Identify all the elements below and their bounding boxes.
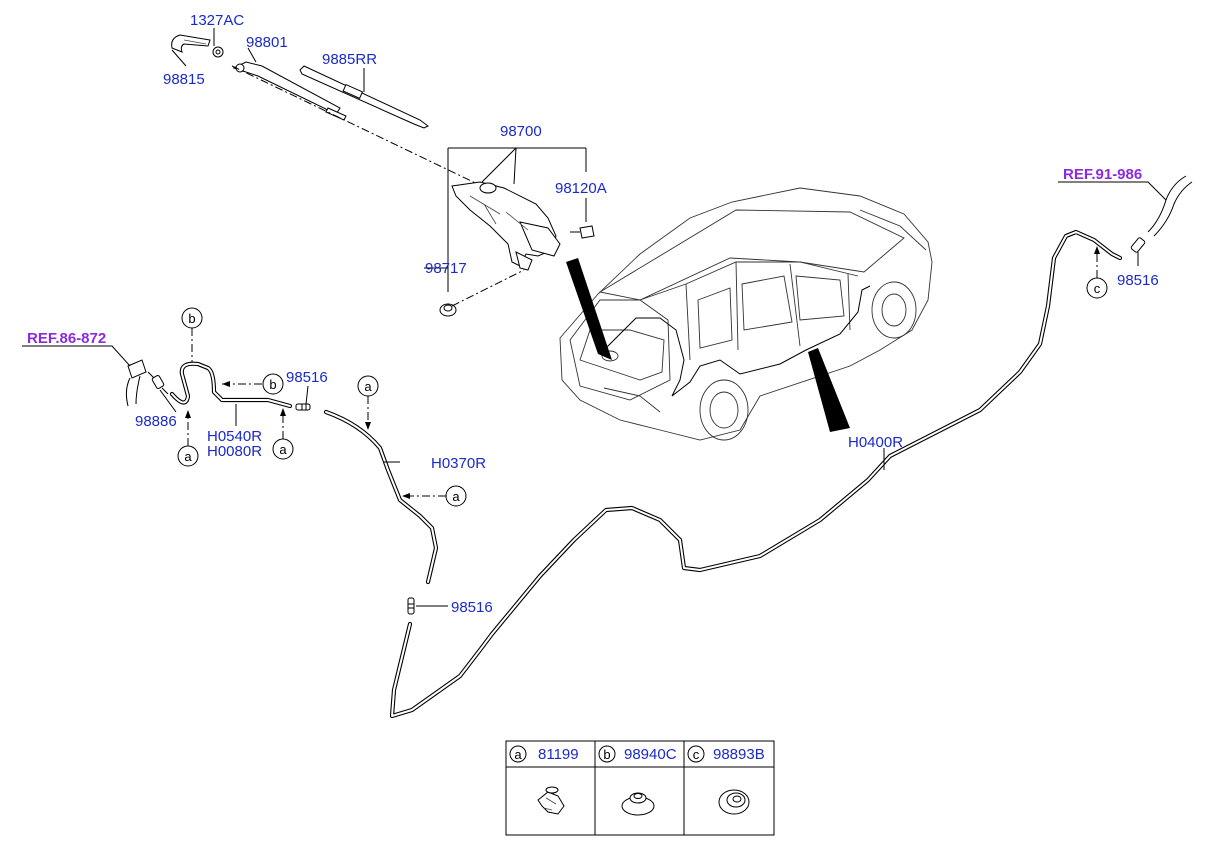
label-98516-left: 98516 <box>286 369 328 386</box>
svg-text:a: a <box>184 449 192 464</box>
callout-a-h0080: a <box>272 408 294 460</box>
callout-a-left: a <box>177 410 199 467</box>
pointer-motor-to-car <box>566 258 612 360</box>
arm-to-motor-dashline <box>231 65 491 191</box>
label-H0080R: H0080R <box>207 443 262 460</box>
wiper-cap-98815 <box>171 34 211 53</box>
label-98886: 98886 <box>135 413 177 430</box>
legend-part-c: 98893B <box>713 746 765 763</box>
ref-91-986-hose <box>1147 175 1193 237</box>
callout-a-right: a <box>402 485 467 507</box>
svg-text:a: a <box>364 379 372 394</box>
label-H0370R: H0370R <box>431 455 486 472</box>
pointer-hose-to-car <box>808 348 850 432</box>
label-98516-right: 98516 <box>1117 272 1159 289</box>
grommet-98893B-icon <box>718 789 750 815</box>
svg-text:a: a <box>279 442 287 457</box>
label-98801: 98801 <box>246 34 288 51</box>
ref-right-underline <box>1058 181 1167 201</box>
connector-98516-right <box>1130 237 1146 253</box>
wiper-arm-98801 <box>232 61 347 121</box>
ref-91-986[interactable]: REF.91-986 <box>1063 166 1142 183</box>
legend-cell-b: b 98940C <box>598 745 677 816</box>
grommet-98940C-icon <box>621 792 655 816</box>
connector-98516-left <box>295 403 311 411</box>
bolt-98120A <box>570 225 595 239</box>
label-9885RR: 9885RR <box>322 51 377 68</box>
label-H0540R: H0540R <box>207 428 262 445</box>
svg-text:a: a <box>452 489 460 504</box>
grommet-98717 <box>439 303 457 317</box>
wiper-blade-9885RR <box>299 65 429 129</box>
ref-86-872-nozzle <box>125 359 147 407</box>
svg-text:b: b <box>269 377 276 392</box>
ref-left-underline <box>22 345 131 367</box>
clip-81199-icon <box>537 786 565 815</box>
check-valve-98886 <box>147 371 169 395</box>
hose-H0370R <box>323 409 439 585</box>
label-1327AC: 1327AC <box>190 12 244 29</box>
legend-cell-c: c 98893B <box>687 745 765 815</box>
leader-98700 <box>447 147 587 292</box>
ref-86-872[interactable]: REF.86-872 <box>27 330 106 347</box>
connector-98516-mid <box>407 597 415 615</box>
svg-text:c: c <box>693 747 700 762</box>
svg-text:c: c <box>1094 281 1101 296</box>
callout-c: c <box>1086 246 1108 299</box>
callout-b-top: b <box>181 307 203 362</box>
svg-text:b: b <box>188 311 195 326</box>
leaders <box>159 28 1139 607</box>
hose-H0400R <box>389 229 1123 719</box>
callout-a-top: a <box>357 375 379 430</box>
wiper-motor-98700 <box>451 181 561 271</box>
label-H0400R: H0400R <box>848 434 903 451</box>
motor-to-grommet-dashline <box>451 269 525 307</box>
vehicle-illustration <box>559 187 933 441</box>
label-98516-mid: 98516 <box>451 599 493 616</box>
callout-b-mid: b <box>222 373 284 395</box>
car-washer-hose-route <box>603 285 871 397</box>
wiper-nut-1327AC <box>212 46 224 58</box>
legend-cell-a: a 81199 <box>509 745 579 815</box>
svg-text:b: b <box>603 747 610 762</box>
label-98120A: 98120A <box>555 180 607 197</box>
label-98700: 98700 <box>500 123 542 140</box>
svg-text:a: a <box>514 747 522 762</box>
legend-table: a 81199 b 98940C c 98893B <box>505 740 775 836</box>
label-98717: 98717 <box>425 260 467 277</box>
hose-H0540R <box>169 361 293 409</box>
legend-part-b: 98940C <box>624 746 677 763</box>
legend-part-a: 81199 <box>538 746 579 763</box>
label-98815: 98815 <box>163 71 205 88</box>
